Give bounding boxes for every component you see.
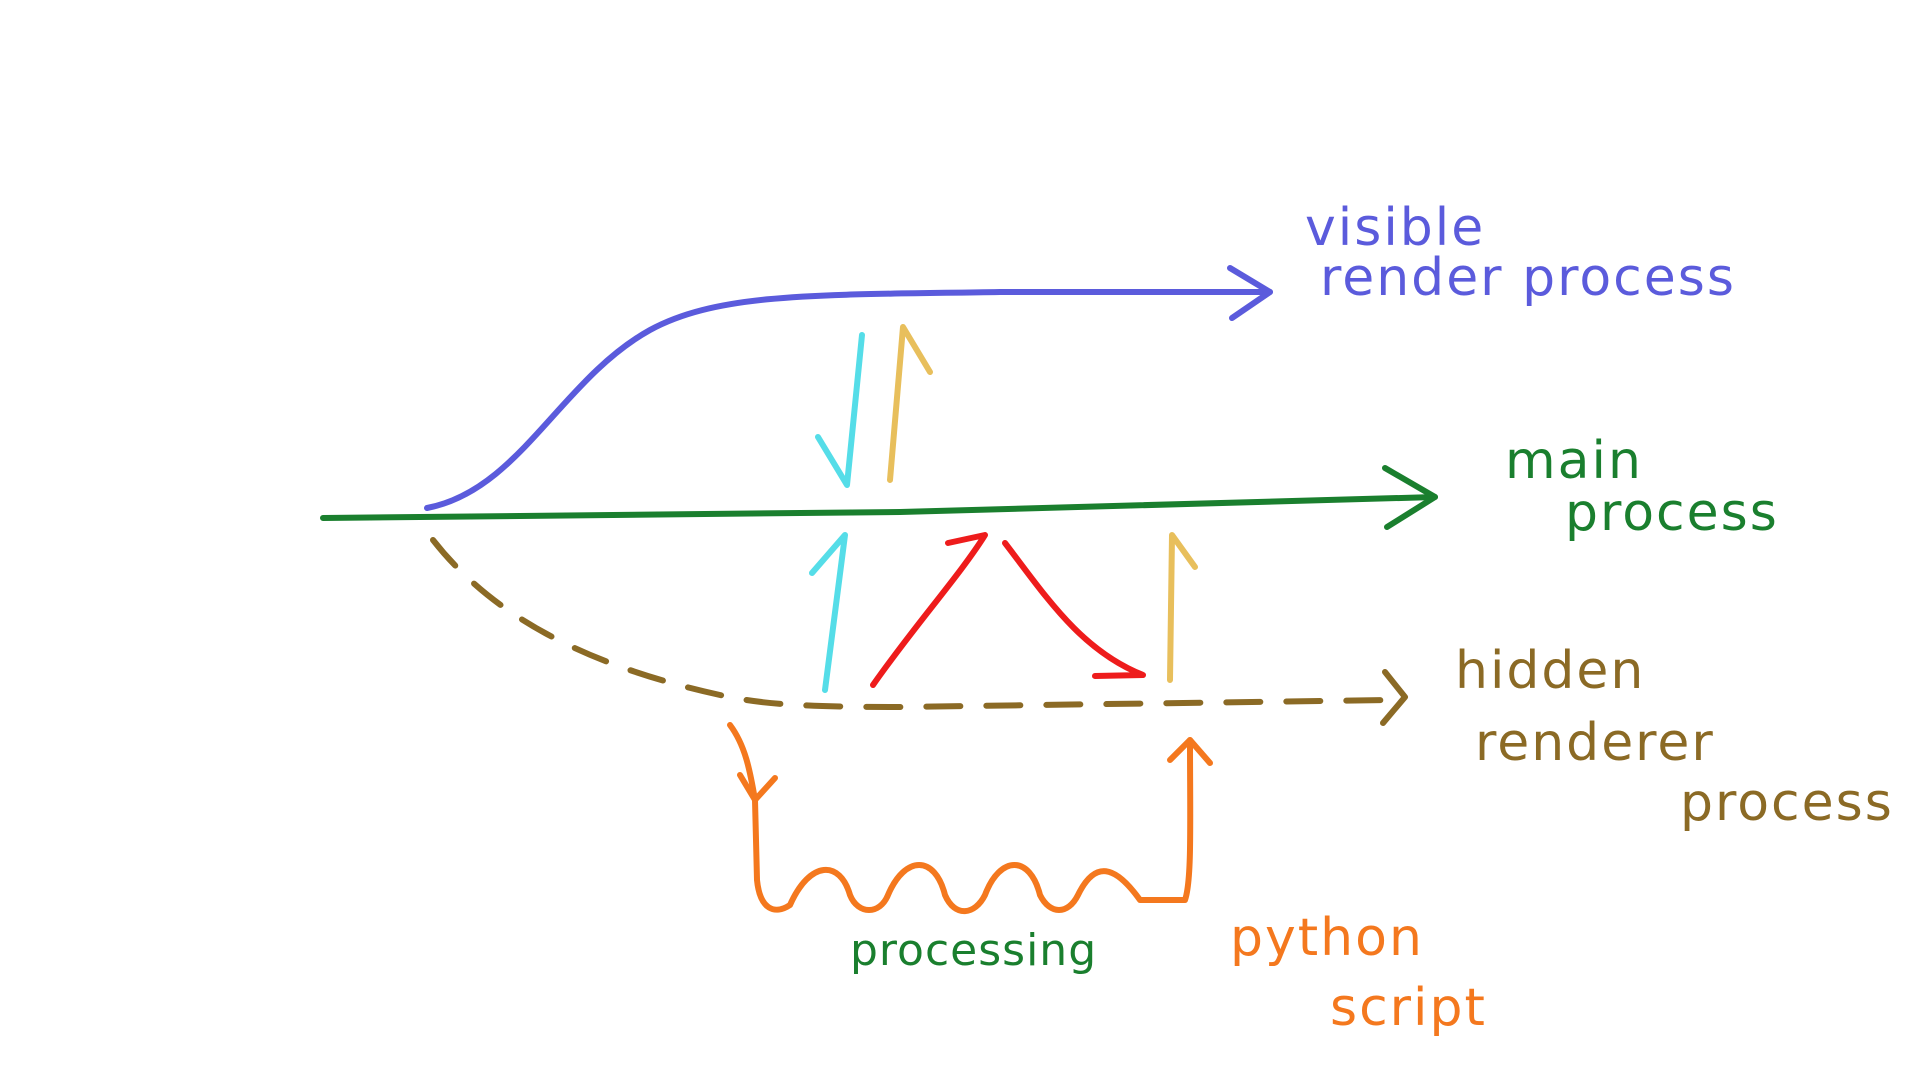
main-process-arrowhead	[1382, 465, 1438, 530]
processing-label: processing	[850, 925, 1097, 976]
python-script-label: python script	[1230, 908, 1487, 1038]
hidden-renderer-process-arrowhead	[1380, 669, 1408, 726]
python-label-line2: script	[1330, 978, 1487, 1038]
main-label-line2: process	[1565, 483, 1779, 543]
hidden-label-line1: hidden	[1455, 641, 1645, 701]
python-processing-wave	[752, 737, 1194, 915]
python-return-arrowhead	[1167, 737, 1213, 766]
visible-render-process-label: visible render process	[1305, 198, 1736, 308]
visible-render-process-arrowhead	[1227, 265, 1273, 321]
hidden-renderer-process-label: hidden renderer process	[1455, 641, 1894, 833]
hidden-label-line2: renderer	[1475, 713, 1715, 773]
red-down-arrow	[1002, 540, 1146, 679]
visible-label-line1: visible	[1305, 198, 1485, 258]
visible-label-line2: render process	[1320, 248, 1736, 308]
python-label-line1: python	[1230, 908, 1424, 968]
yellow-up-arrow-right	[1167, 532, 1198, 683]
main-label-line1: main	[1505, 431, 1643, 491]
red-up-arrow	[870, 532, 988, 688]
cyan-down-arrow	[815, 332, 865, 488]
cyan-up-arrow	[809, 532, 848, 693]
hidden-label-line3: process	[1680, 773, 1894, 833]
main-process-label: main process	[1505, 431, 1779, 543]
visible-render-process-line	[424, 289, 1273, 511]
hidden-renderer-process-line	[430, 537, 1393, 710]
yellow-up-arrow	[887, 324, 933, 483]
python-out-arrow	[727, 722, 778, 803]
main-process-line	[320, 494, 1438, 521]
